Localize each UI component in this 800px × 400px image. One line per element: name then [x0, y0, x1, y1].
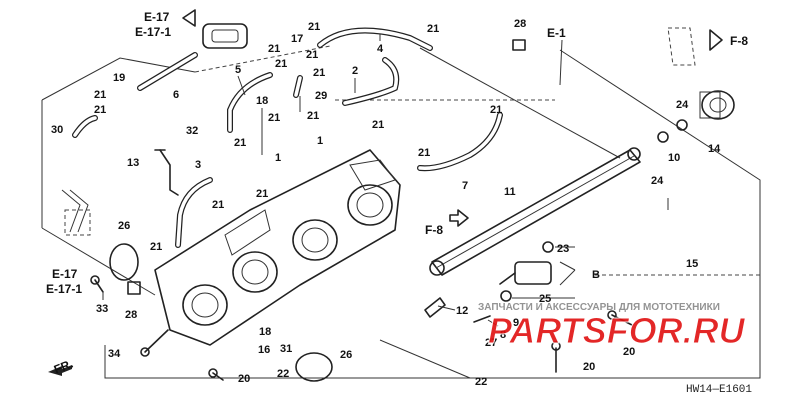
- callout: 3: [195, 159, 201, 171]
- callout: B: [592, 269, 600, 281]
- bracket-13: [154, 149, 179, 196]
- callout: 34: [108, 348, 121, 360]
- callout: 30: [51, 124, 63, 136]
- callout: 21: [307, 110, 319, 122]
- callout: 13: [127, 157, 139, 169]
- watermark: ЗАПЧАСТИ И АКСЕССУАРЫ ДЛЯ МОТОТЕХНИКИ PA…: [478, 302, 746, 352]
- callout: 27: [485, 337, 497, 349]
- fuel-filter-canister: [182, 9, 248, 49]
- callout: 21: [212, 199, 224, 211]
- callout: 15: [686, 258, 698, 270]
- callout: 18: [259, 326, 271, 338]
- watermark-tagline: ЗАПЧАСТИ И АКСЕССУАРЫ ДЛЯ МОТОТЕХНИКИ: [478, 302, 720, 313]
- callout: 26: [118, 220, 130, 232]
- callout: 20: [238, 373, 250, 385]
- fuel-rail: [429, 147, 641, 276]
- ref-e171-bottom: E-17-1: [46, 282, 82, 296]
- ref-f8-mid: F-8: [425, 223, 443, 237]
- callout: 16: [258, 344, 270, 356]
- bolts: [90, 39, 633, 381]
- callout: 21: [150, 241, 162, 253]
- assembly-outline: [41, 45, 761, 379]
- callout: 9: [513, 317, 519, 329]
- callout: 1: [317, 135, 323, 147]
- diagram-code: HW14—E1601: [686, 384, 752, 396]
- callout: 12: [456, 305, 468, 317]
- callout: 22: [277, 368, 289, 380]
- injector: [499, 241, 554, 302]
- ref-fr: FR.: [52, 357, 75, 377]
- callout: 33: [96, 303, 108, 315]
- callout: 2: [352, 65, 358, 77]
- callout: 4: [377, 43, 384, 55]
- callout: 7: [462, 180, 468, 192]
- callout: 21: [268, 43, 280, 55]
- callout: 21: [275, 58, 287, 70]
- callout: 21: [268, 112, 280, 124]
- ref-f8-top: F-8: [730, 34, 748, 48]
- pipe-30: [61, 189, 89, 233]
- callout: 24: [676, 99, 689, 111]
- callout: 21: [306, 49, 318, 61]
- callout: 21: [418, 147, 430, 159]
- callout: 31: [280, 343, 292, 355]
- ref-e1: E-1: [547, 26, 566, 40]
- callout: 21: [308, 21, 320, 33]
- ref-arrows: [48, 27, 723, 376]
- ref-e17-bottom: E-17: [52, 267, 78, 281]
- callout: 21: [234, 137, 246, 149]
- ref-e171-top: E-17-1: [135, 25, 171, 39]
- throttle-body-assembly: [154, 149, 401, 346]
- reference-labels: E-17 E-17-1 E-1 F-8 F-8 E-17 E-17-1 FR.: [46, 10, 748, 377]
- callout: 28: [514, 18, 526, 30]
- callout: 5: [235, 64, 241, 76]
- callout: 14: [708, 143, 721, 155]
- callout: 25: [539, 293, 551, 305]
- callout: 23: [557, 243, 569, 255]
- callout: 21: [313, 67, 325, 79]
- leader-lines: [102, 34, 669, 327]
- callout: 18: [256, 95, 268, 107]
- callout: 20: [583, 361, 595, 373]
- callout: 21: [490, 104, 502, 116]
- callout: 21: [94, 104, 106, 116]
- callout: 20: [623, 346, 635, 358]
- callout: 29: [315, 90, 327, 102]
- o-rings: [109, 243, 333, 382]
- callout: 21: [94, 89, 106, 101]
- watermark-logo: PARTSFOR.RU: [488, 310, 746, 351]
- pressure-regulator: [657, 90, 735, 143]
- callout: 22: [475, 376, 487, 388]
- callout: 11: [504, 186, 516, 198]
- callout: 6: [173, 89, 179, 101]
- callout: 21: [256, 188, 268, 200]
- callout: 10: [668, 152, 680, 164]
- callout: 28: [125, 309, 137, 321]
- hoses: [72, 27, 503, 248]
- ref-e17-top: E-17: [144, 10, 170, 24]
- callout: 8: [500, 329, 506, 341]
- callout: 17: [291, 33, 303, 45]
- callout-numbers: 28 21 21 17 21 4 21 21 5 2 19 6 21 29 21…: [51, 18, 721, 388]
- callout: 19: [113, 72, 125, 84]
- callout: 21: [427, 23, 439, 35]
- callout: 26: [340, 349, 352, 361]
- callout: 24: [651, 175, 664, 187]
- callout: 32: [186, 125, 198, 137]
- callout: 21: [372, 119, 384, 131]
- callout: 1: [275, 152, 281, 164]
